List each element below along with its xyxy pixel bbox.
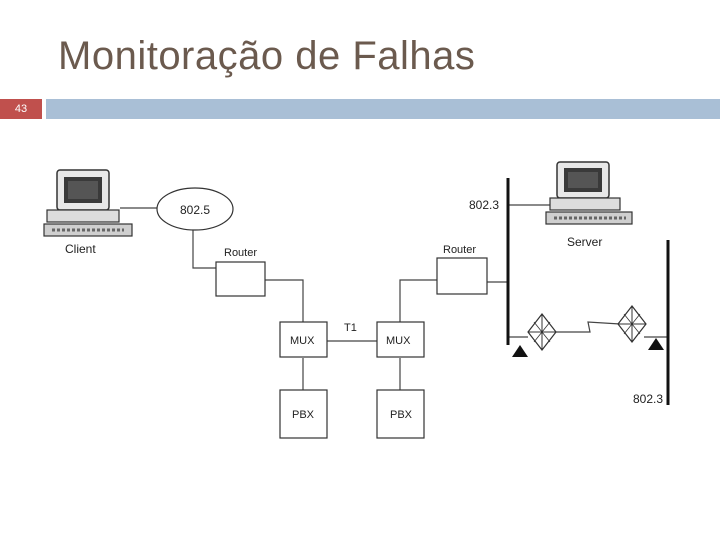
connection-lines xyxy=(120,204,668,390)
router-mux-left-link xyxy=(265,279,304,322)
mux-left-box xyxy=(279,321,328,358)
ethernet-top-label: 802.3 xyxy=(469,198,499,212)
router-left-label: Router xyxy=(224,247,257,259)
pbx-right-box xyxy=(376,389,425,439)
bridge-wan-link xyxy=(556,321,621,333)
pbx-left-label: PBX xyxy=(292,409,315,421)
router-left-box xyxy=(215,261,266,297)
ring-router-link xyxy=(192,230,216,269)
router-right-box xyxy=(436,257,488,295)
client-label: Client xyxy=(65,242,96,256)
ethernet-bottom-label: 802.3 xyxy=(633,392,663,406)
ground-right-icon xyxy=(648,338,664,350)
mux-right-box xyxy=(376,321,425,358)
ground-left-icon xyxy=(512,345,528,357)
slide-title: Monitoração de Falhas xyxy=(58,34,476,78)
bridge-left-icon xyxy=(527,313,557,351)
ring-label: 802.5 xyxy=(180,203,210,217)
server-label: Server xyxy=(567,235,602,249)
router-right-label: Router xyxy=(443,244,476,256)
bridge-right-icon xyxy=(617,305,647,343)
token-ring-ellipse xyxy=(156,187,234,231)
mux-right-label: MUX xyxy=(386,335,411,347)
mux-left-label: MUX xyxy=(290,335,315,347)
slide-number: 43 xyxy=(0,99,42,119)
pbx-left-box xyxy=(279,389,328,439)
server-computer-icon xyxy=(545,161,633,225)
trunk-label: T1 xyxy=(344,322,357,334)
client-computer-icon xyxy=(43,169,133,237)
mux-router-right-link xyxy=(399,279,437,322)
pbx-right-label: PBX xyxy=(390,409,413,421)
title-bar xyxy=(46,99,720,119)
